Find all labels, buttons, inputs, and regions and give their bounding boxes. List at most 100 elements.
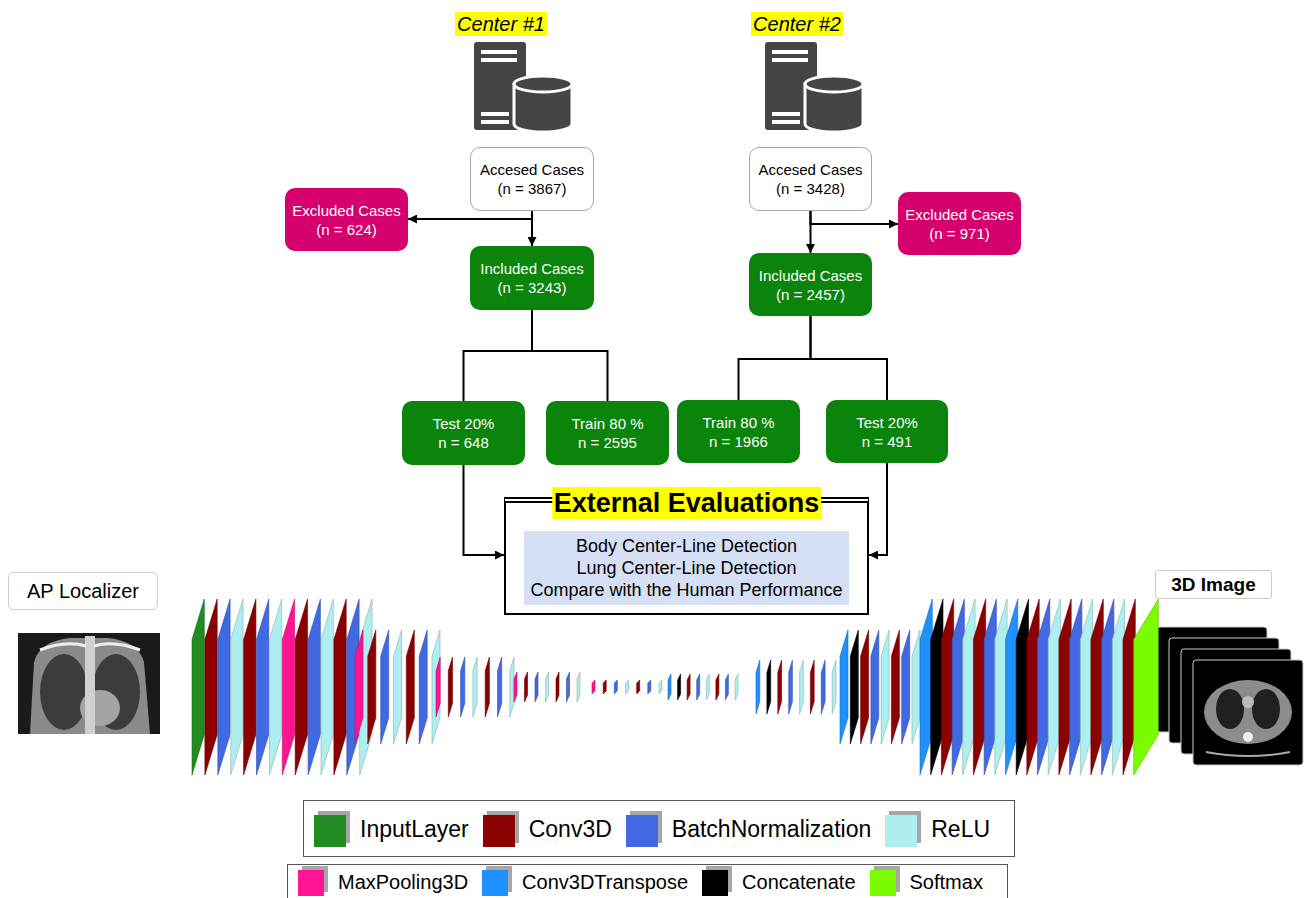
server-icon xyxy=(514,84,572,132)
network-layer xyxy=(1016,599,1028,775)
network-layer xyxy=(1048,599,1060,775)
server-icon xyxy=(805,76,863,92)
box-label: Train 80 % n = 2595 xyxy=(571,414,644,452)
box-label: Test 20% n = 491 xyxy=(856,413,919,451)
network-layer xyxy=(912,630,920,744)
legend-swatch xyxy=(314,815,346,847)
xray-image xyxy=(85,636,95,734)
network-layer xyxy=(347,599,359,775)
xray-image xyxy=(18,633,160,734)
server-icon xyxy=(772,120,800,124)
flow-arrow xyxy=(810,211,812,253)
network-layer xyxy=(473,657,477,717)
network-layer xyxy=(687,674,690,700)
network-layer xyxy=(556,672,559,702)
split-line xyxy=(532,310,608,401)
box-label: Excluded Cases (n = 624) xyxy=(292,201,401,239)
ct-stack xyxy=(1157,627,1303,765)
network-layer xyxy=(205,599,217,775)
network-layer xyxy=(1112,599,1124,775)
evaluation-box: External EvaluationsBody Center-Line Det… xyxy=(504,497,869,615)
server-icon xyxy=(481,112,509,116)
box-label: Accesed Cases (n = 3428) xyxy=(758,160,864,198)
legend-swatch xyxy=(482,870,508,896)
network-layer xyxy=(952,599,964,775)
network-layer xyxy=(355,630,363,744)
network-layer xyxy=(1123,599,1135,775)
legend-label: Concatenate xyxy=(742,870,855,894)
ct-stack xyxy=(1169,638,1279,743)
box-heading: External Evaluations xyxy=(552,487,822,519)
legend-label: Softmax xyxy=(910,870,983,894)
ct-stack xyxy=(1181,649,1291,754)
legend-swatch xyxy=(885,815,917,847)
network-layer xyxy=(308,599,320,775)
output-label: 3D Image xyxy=(1171,574,1255,595)
network-layer xyxy=(1027,599,1039,775)
network-layer xyxy=(706,674,709,700)
network-layer xyxy=(840,630,848,744)
flow-arrow xyxy=(464,465,505,555)
server-icon xyxy=(772,50,808,54)
network-layer xyxy=(626,680,629,694)
network-layer xyxy=(257,599,269,775)
network-layer xyxy=(735,674,738,700)
server-icon xyxy=(481,120,509,124)
network-layer xyxy=(1080,599,1092,775)
center-name: Center #1 xyxy=(457,12,545,36)
ct-stack xyxy=(1243,732,1253,742)
server-icon xyxy=(765,42,817,130)
network-layer xyxy=(535,672,538,702)
network-layer xyxy=(1059,599,1071,775)
network-layer xyxy=(902,630,910,744)
box-label: Included Cases (n = 3243) xyxy=(480,259,585,297)
ct-stack xyxy=(1157,627,1267,732)
network-layer xyxy=(995,599,1007,775)
legend-swatch xyxy=(702,870,728,896)
network-layer xyxy=(577,672,580,702)
legend-item: MaxPooling3D xyxy=(298,868,468,896)
network-layer xyxy=(592,680,595,694)
ct-stack xyxy=(1204,680,1292,744)
network-layer xyxy=(432,630,440,744)
legend-swatch xyxy=(626,815,658,847)
network-layer xyxy=(832,660,836,714)
xray-image xyxy=(92,654,140,730)
server-icon xyxy=(772,58,808,62)
network-layer xyxy=(1070,599,1082,775)
network-layer xyxy=(1091,599,1103,775)
xray-image xyxy=(18,633,160,734)
network-layer xyxy=(525,672,528,702)
network-layer xyxy=(218,599,230,775)
network-layer xyxy=(510,657,514,717)
network-layer xyxy=(567,672,570,702)
box-label: Excluded Cases (n = 971) xyxy=(905,205,1014,243)
center-name: Center #2 xyxy=(753,12,841,36)
network-layer xyxy=(334,599,346,775)
task-item: Compare with the Human Performance xyxy=(530,579,842,601)
legend-label: InputLayer xyxy=(360,815,469,843)
center-label: Center #2 xyxy=(751,12,843,36)
network-layer xyxy=(614,680,617,694)
legend-swatch xyxy=(298,870,324,896)
server-icon xyxy=(772,112,800,116)
flow-arrow xyxy=(408,211,532,219)
network-layer xyxy=(269,599,281,775)
included-box: Included Cases (n = 3243) xyxy=(470,246,594,310)
network-layer xyxy=(861,630,869,744)
legend-item: Softmax xyxy=(870,868,983,896)
network-layer xyxy=(406,630,414,744)
legend-label: ReLU xyxy=(931,815,990,843)
network-layer xyxy=(244,599,256,775)
ct-stack xyxy=(1242,696,1254,708)
count-box: Accesed Cases (n = 3867) xyxy=(470,147,594,211)
network-layer xyxy=(984,599,996,775)
network-layer xyxy=(800,660,804,714)
network-layer xyxy=(767,660,771,714)
network-layer xyxy=(973,599,985,775)
legend-label: Conv3DTranspose xyxy=(522,870,688,894)
count-box: Accesed Cases (n = 3428) xyxy=(749,147,872,211)
legend-label: MaxPooling3D xyxy=(338,870,468,894)
legend-frame: MaxPooling3D Conv3DTranspose Concatenate So… xyxy=(287,864,1008,898)
